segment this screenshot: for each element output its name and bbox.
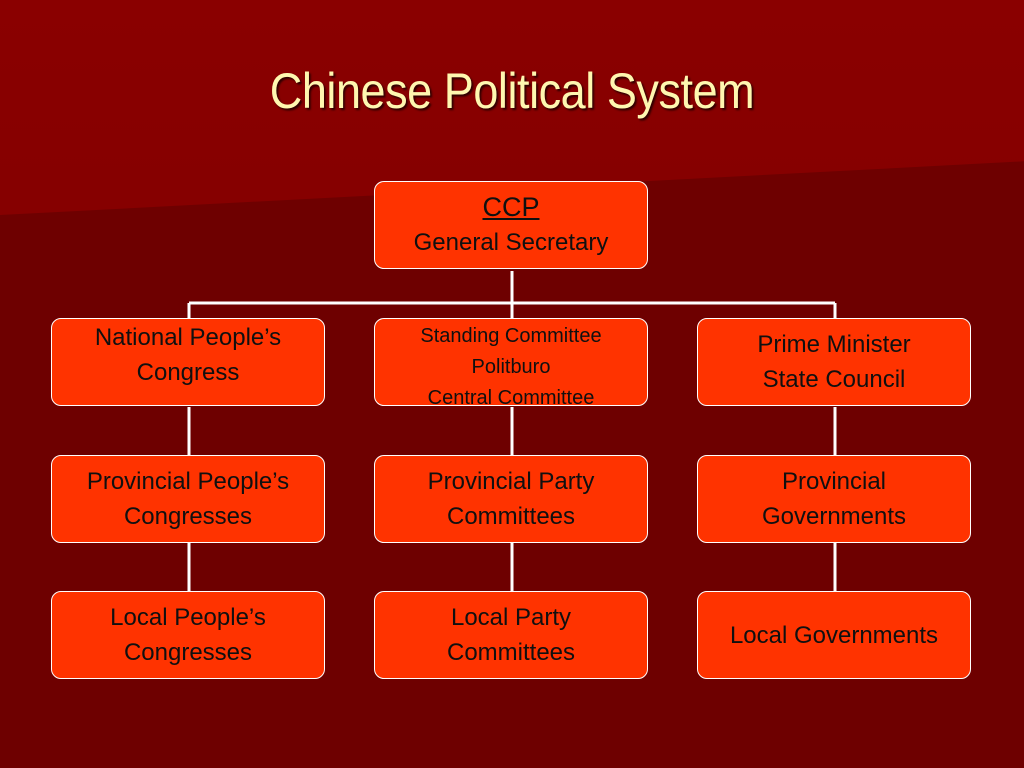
- node-provincial-peoples-congresses: Provincial People’s Congresses: [51, 455, 325, 543]
- node-text-line: Provincial Party: [427, 468, 595, 495]
- node-text-line: Committees: [446, 503, 576, 530]
- node-text-line: Standing Committee: [420, 325, 602, 347]
- node-text-line: National People’s: [94, 324, 282, 351]
- node-ccp-general-secretary: CCP General Secretary: [374, 181, 648, 269]
- node-text-line: Central Committee: [427, 387, 595, 409]
- node-text-line: State Council: [762, 366, 906, 393]
- node-text-line: Local People’s: [110, 604, 266, 631]
- node-text-line: Prime Minister: [757, 331, 911, 358]
- node-local-party-committees: Local Party Committees: [374, 591, 648, 679]
- slide-title: Chinese Political System: [269, 63, 755, 119]
- node-text-line: Local Party: [450, 604, 572, 631]
- node-text-line: Congresses: [123, 639, 253, 666]
- node-provincial-party-committees: Provincial Party Committees: [374, 455, 648, 543]
- node-provincial-governments: Provincial Governments: [697, 455, 971, 543]
- node-general-secretary-label: General Secretary: [413, 229, 609, 256]
- node-local-governments: Local Governments: [697, 591, 971, 679]
- node-text-line: Governments: [761, 503, 907, 530]
- node-text-line: Local Governments: [729, 621, 939, 649]
- node-prime-minister-state-council: Prime Minister State Council: [697, 318, 971, 406]
- node-national-peoples-congress: National People’s Congress: [51, 318, 325, 406]
- node-standing-committee-politburo: Standing Committee Politburo Central Com…: [374, 318, 648, 409]
- node-ccp-label: CCP: [482, 192, 540, 222]
- node-text-line: Politburo: [471, 356, 551, 378]
- node-local-peoples-congresses: Local People’s Congresses: [51, 591, 325, 679]
- node-text-line: Congress: [136, 359, 240, 386]
- node-text-line: Provincial People’s: [86, 468, 290, 495]
- node-text-line: Congresses: [123, 503, 253, 530]
- node-text-line: Committees: [446, 639, 576, 666]
- node-text-line: Provincial: [781, 468, 887, 495]
